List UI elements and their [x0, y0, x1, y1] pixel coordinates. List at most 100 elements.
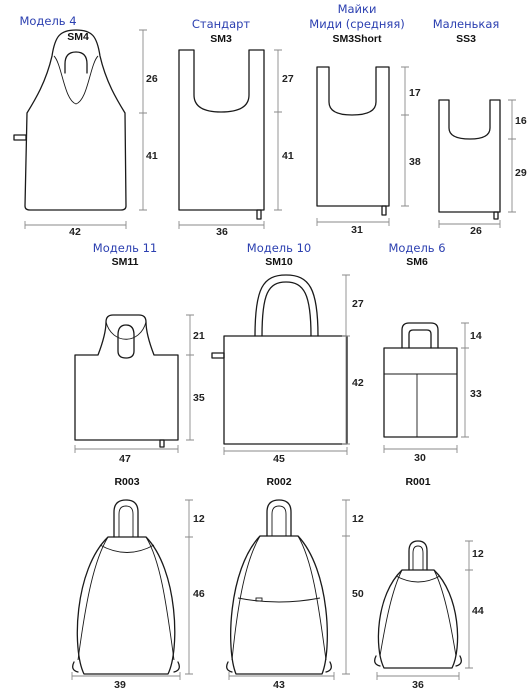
width-dimension-line: [316, 218, 390, 226]
bag-handle-inner: [261, 281, 312, 337]
bag-handle-opening: [64, 51, 88, 74]
height-top-label: 14: [470, 330, 482, 342]
product-code: SM3: [210, 33, 232, 45]
width-dimension-line: [24, 221, 127, 229]
height-body-label: 41: [282, 150, 294, 162]
height-dimension-line: [185, 499, 193, 675]
bag-outline: [223, 335, 348, 445]
product-sm10: Модель 10 SM10 27 42 45: [211, 241, 364, 465]
backpack-zipper: [255, 597, 263, 602]
height-top-label: 12: [472, 548, 484, 560]
height-body-label: 50: [352, 588, 364, 600]
height-dimension-line: [401, 66, 409, 207]
product-code: R001: [405, 476, 430, 488]
product-sm3: Стандарт SM3 27 41 36: [178, 17, 294, 238]
width-dimension-line: [178, 221, 265, 229]
width-label: 36: [412, 679, 424, 691]
height-top-label: 12: [352, 513, 364, 525]
height-dimension-line: [186, 314, 194, 441]
product-sm3short: Майки Миди (средняя) SM3Short 17 38 31: [309, 2, 421, 236]
product-sm6: Модель 6 SM6 14 33 30: [383, 241, 482, 464]
height-body-label: 33: [470, 388, 482, 400]
backpack-corner-loops: [226, 661, 332, 673]
product-r001: R001 12 44 36: [374, 476, 484, 691]
product-sm11: Модель 11 SM11 21 35 47: [74, 241, 205, 465]
bag-handle-outer: [401, 322, 439, 349]
product-title: Модель 11: [93, 241, 157, 255]
bag-tab: [13, 134, 27, 141]
bag-outline: [316, 66, 390, 207]
height-body-label: 44: [472, 605, 484, 617]
bag-tab: [211, 352, 225, 359]
product-code: SM11: [112, 256, 139, 268]
product-title: Модель 6: [388, 241, 445, 255]
product-code: R002: [266, 476, 291, 488]
height-top-label: 17: [409, 87, 421, 99]
width-dimension-line: [223, 447, 348, 455]
height-top-label: 27: [282, 73, 294, 85]
bag-tab: [256, 209, 262, 220]
backpack-loop: [113, 499, 139, 538]
product-title-line1: Майки: [338, 2, 377, 16]
backpack-drawstring: [379, 569, 457, 657]
height-body-label: 38: [409, 156, 421, 168]
height-body-label: 42: [352, 377, 364, 389]
bag-inner-line: [53, 55, 99, 105]
product-ss3: Маленькая SS3 16 29 26: [433, 17, 527, 237]
height-body-label: 35: [193, 392, 205, 404]
backpack-corner-loops: [374, 655, 462, 667]
bag-inner-line: [105, 321, 147, 340]
width-label: 47: [119, 453, 131, 465]
width-label: 36: [216, 226, 228, 238]
bag-pocket-lines: [384, 373, 457, 437]
product-code: SS3: [456, 33, 476, 45]
width-label: 31: [351, 224, 363, 236]
product-title: Стандарт: [192, 17, 251, 31]
product-code: SM3Short: [332, 33, 382, 45]
height-dimension-line: [342, 274, 350, 445]
bag-outline: [74, 314, 179, 441]
width-dimension-line: [438, 220, 501, 228]
width-label: 30: [414, 452, 426, 464]
product-title: Маленькая: [433, 17, 500, 31]
width-label: 39: [114, 679, 126, 691]
bag-outline: [178, 49, 265, 211]
product-title: Модель 10: [247, 241, 311, 255]
backpack-loop-inner: [412, 545, 424, 570]
product-code: SM10: [265, 256, 293, 268]
height-dimension-line: [508, 99, 516, 213]
backpack-loop: [266, 499, 292, 537]
width-label: 45: [273, 453, 285, 465]
width-label: 42: [69, 226, 81, 238]
height-body-label: 46: [193, 588, 205, 600]
backpack-corner-loops: [72, 661, 180, 673]
product-sm4: Модель 4 SM4 26 41 42: [13, 14, 158, 238]
backpack-loop-inner: [271, 505, 287, 536]
height-dimension-line: [139, 29, 147, 211]
product-title-line2: Миди (средняя): [309, 17, 404, 31]
height-dimension-line: [274, 49, 282, 211]
bag-outline: [24, 29, 127, 211]
width-dimension-line: [376, 672, 460, 680]
height-top-label: 21: [193, 330, 205, 342]
width-dimension-line: [74, 445, 179, 453]
backpack-outline: [230, 535, 328, 675]
width-label: 43: [273, 679, 285, 691]
width-dimension-line: [71, 672, 181, 680]
height-dimension-line: [461, 322, 469, 438]
product-code: R003: [114, 476, 139, 488]
bag-tab: [381, 205, 387, 216]
bag-handle-inner: [408, 329, 432, 349]
bag-handle-opening: [117, 324, 135, 359]
width-dimension-line: [383, 445, 458, 453]
product-code: SM6: [406, 256, 428, 268]
bag-tab: [493, 211, 499, 220]
bag-handle-outer: [254, 274, 319, 337]
backpack-drawstring: [231, 535, 327, 661]
height-top-label: 16: [515, 115, 527, 127]
backpack-outline: [377, 569, 459, 669]
height-dimension-line: [465, 540, 473, 669]
product-r002: R002 12 50 43: [226, 476, 364, 691]
height-top-label: 12: [193, 513, 205, 525]
